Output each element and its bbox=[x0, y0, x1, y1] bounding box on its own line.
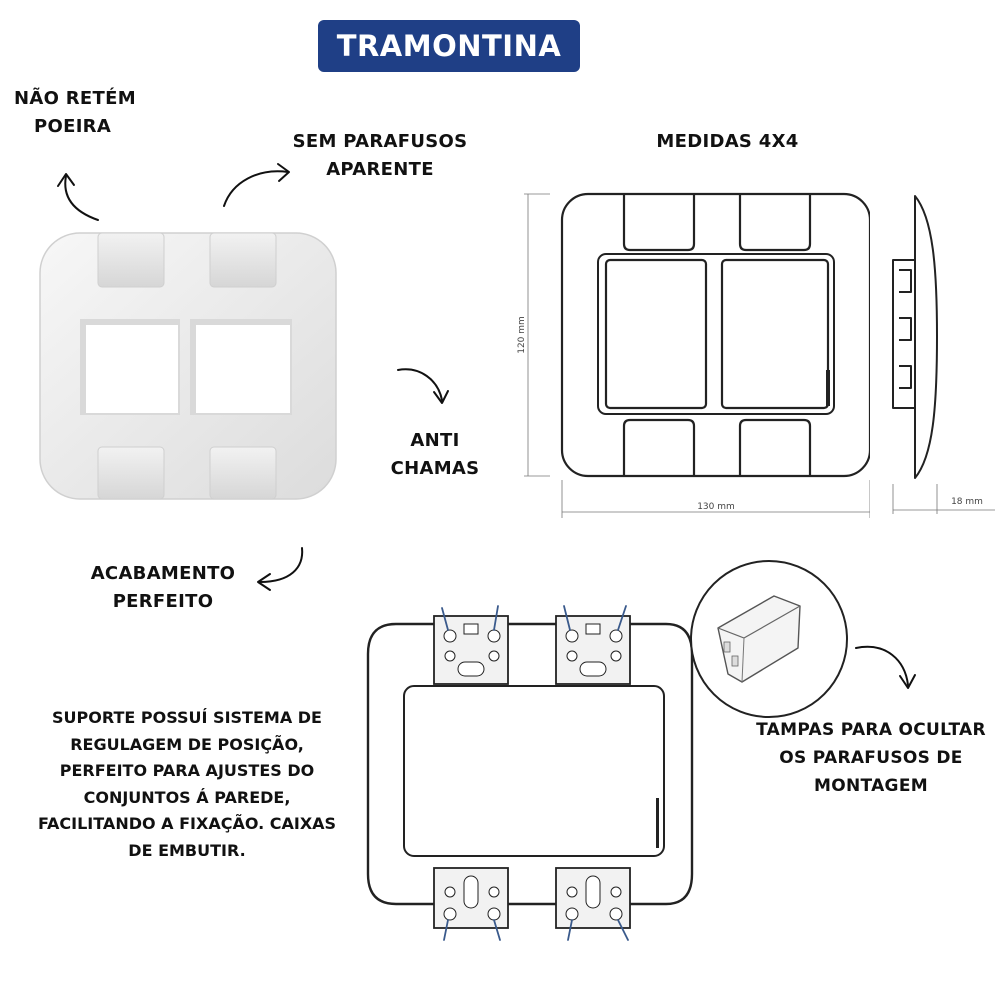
cover-tab bbox=[97, 446, 165, 500]
module-left bbox=[604, 258, 708, 410]
arrow-covers-icon bbox=[855, 645, 916, 689]
height-dimension: 120 mm bbox=[517, 316, 527, 354]
support-line: DE EMBUTIR. bbox=[128, 840, 246, 860]
support-line: CONJUNTOS Á PAREDE, bbox=[83, 787, 291, 807]
rear-brand-mark bbox=[656, 798, 659, 848]
bracket-top-left bbox=[433, 615, 509, 685]
inner-frame bbox=[597, 253, 835, 415]
side-mount bbox=[892, 259, 916, 409]
support-line: SUPORTE POSSUÍ SISTEMA DE bbox=[52, 708, 322, 727]
arrow-fire-icon bbox=[397, 368, 449, 404]
cover-tab bbox=[209, 232, 277, 288]
arrow-dust-icon bbox=[57, 173, 99, 221]
tramontina-logo: TRAMONTINA bbox=[318, 20, 580, 72]
module-right bbox=[720, 258, 830, 410]
feature-finish-line1: ACABAMENTO bbox=[90, 563, 236, 584]
bracket-bottom-right bbox=[555, 867, 631, 929]
cover-tab bbox=[97, 232, 165, 288]
measures-title: MEDIDAS 4X4 bbox=[656, 131, 799, 152]
arrow-screws-icon bbox=[223, 163, 290, 207]
width-dimension: 130 mm bbox=[697, 502, 735, 512]
rear-opening bbox=[403, 685, 665, 857]
plate-body bbox=[39, 232, 337, 500]
covers-line1: TAMPAS PARA OCULTAR bbox=[756, 720, 986, 740]
side-view-drawing: 18 mm bbox=[892, 195, 995, 514]
covers-line3: MONTAGEM bbox=[814, 776, 928, 796]
covers-line2: OS PARAFUSOS DE bbox=[779, 748, 963, 768]
opening bbox=[86, 325, 178, 413]
bracket-top-right bbox=[555, 615, 631, 685]
bracket-bottom-left bbox=[433, 867, 509, 929]
support-description: SUPORTE POSSUÍ SISTEMA DE REGULAGEM DE P… bbox=[22, 705, 352, 864]
brand-mark bbox=[826, 370, 830, 406]
arrow-finish-icon bbox=[257, 547, 304, 591]
measures-drawing: 120 mm 130 mm bbox=[517, 192, 870, 518]
screw-pointer-icons bbox=[441, 605, 629, 941]
support-line: PERFEITO PARA AJUSTES DO bbox=[59, 761, 315, 780]
cover-tab-bottom-left bbox=[622, 418, 696, 476]
feature-fire: ANTI CHAMAS bbox=[370, 427, 500, 483]
feature-screws: SEM PARAFUSOS APARENTE bbox=[280, 128, 480, 184]
product-photo bbox=[39, 232, 337, 500]
cover-tab bbox=[209, 446, 277, 500]
feature-finish-line2: PERFEITO bbox=[112, 591, 214, 612]
cover-tab-top-right bbox=[738, 194, 812, 252]
depth-dimension: 18 mm bbox=[951, 497, 983, 507]
opening bbox=[196, 325, 290, 413]
cover-cap-icon bbox=[717, 595, 801, 683]
feature-dust-line1: NÃO RETÉM bbox=[14, 88, 136, 109]
feature-finish: ACABAMENTO PERFEITO bbox=[78, 560, 248, 616]
feature-screws-line1: SEM PARAFUSOS bbox=[292, 131, 468, 152]
feature-dust-line2: POEIRA bbox=[34, 116, 112, 137]
rear-view-drawing bbox=[366, 605, 694, 941]
cover-tab-top-left bbox=[622, 194, 696, 252]
logo-text: TRAMONTINA bbox=[336, 29, 562, 63]
feature-dust: NÃO RETÉM POEIRA bbox=[14, 85, 136, 141]
support-line: REGULAGEM DE POSIÇÃO, bbox=[70, 734, 304, 754]
side-plate bbox=[914, 195, 938, 479]
cover-detail bbox=[690, 560, 848, 718]
rear-plate-outline bbox=[366, 622, 694, 906]
cover-tab-bottom-right bbox=[738, 418, 812, 476]
covers-label: TAMPAS PARA OCULTAR OS PARAFUSOS DE MONT… bbox=[740, 716, 1000, 800]
feature-fire-line2: CHAMAS bbox=[390, 458, 480, 479]
plate-outline bbox=[560, 192, 870, 478]
feature-screws-line2: APARENTE bbox=[326, 159, 434, 180]
feature-fire-line1: ANTI bbox=[410, 430, 460, 451]
support-line: FACILITANDO A FIXAÇÃO. CAIXAS bbox=[37, 814, 337, 833]
